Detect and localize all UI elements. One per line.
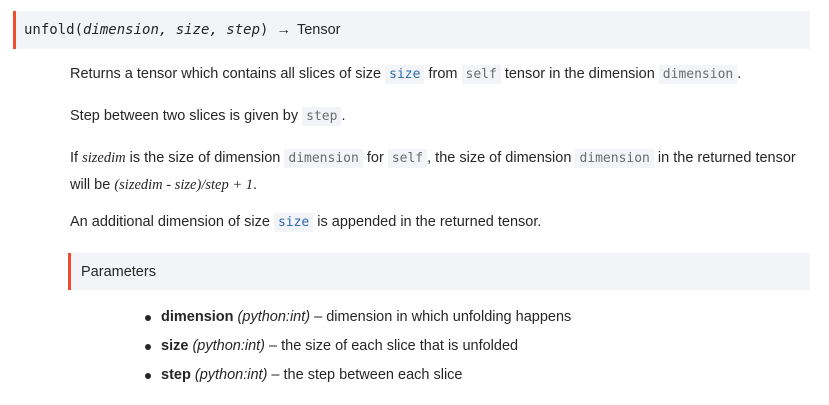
return-type: Tensor [296, 22, 341, 38]
param-name: size [161, 338, 189, 354]
description-paragraph-4: An additional dimension of size size is … [70, 209, 541, 236]
function-name: unfold [24, 22, 75, 38]
inline-code-self: self [461, 65, 501, 84]
param-item-dimension: dimension (python:int) – dimension in wh… [145, 303, 571, 332]
function-params: dimension, size, step [83, 22, 261, 38]
parameters-list: dimension (python:int) – dimension in wh… [145, 303, 571, 390]
param-desc: – dimension in which unfolding happens [310, 309, 572, 325]
open-paren: ( [74, 22, 84, 38]
inline-code-dimension: dimension [284, 149, 363, 168]
param-name: dimension [161, 309, 234, 325]
param-type: (python:int) [194, 367, 268, 383]
param-desc: – the size of each slice that is unfolde… [265, 338, 519, 354]
param-item-size: size (python:int) – the size of each sli… [145, 332, 571, 361]
inline-code-size: size [273, 213, 314, 232]
parameters-header: Parameters [68, 253, 810, 290]
text: is the size of dimension [125, 150, 285, 166]
param-item-step: step (python:int) – the step between eac… [145, 361, 571, 390]
param-type: (python:int) [237, 309, 311, 325]
text: from [424, 66, 462, 82]
text: , the size of dimension [427, 150, 576, 166]
math-formula: (sizedim - size)/step + 1 [114, 177, 253, 193]
math-sizedim: sizedim [82, 150, 126, 166]
inline-code-dimension: dimension [658, 65, 738, 84]
inline-code-size: size [385, 65, 425, 84]
text: in the returned tensor [653, 150, 796, 166]
text: is appended in the returned tensor. [313, 214, 542, 230]
description-paragraph-3: If sizedim is the size of dimension dime… [70, 145, 796, 198]
description-paragraph-2: Step between two slices is given by step… [70, 103, 345, 130]
function-signature: unfold(dimension, size, step) → Tensor [13, 11, 810, 49]
text: . [341, 108, 346, 124]
inline-code-step: step [302, 107, 342, 126]
inline-code-self: self [387, 149, 428, 168]
param-name: step [161, 367, 191, 383]
description-paragraph-1: Returns a tensor which contains all slic… [70, 61, 741, 88]
return-arrow-icon: → [276, 22, 291, 38]
text: An additional dimension of size [70, 214, 274, 230]
text: If [70, 150, 83, 166]
text: will be [70, 177, 115, 193]
param-type: (python:int) [192, 338, 265, 354]
text: tensor in the dimension [500, 66, 659, 82]
parameters-heading: Parameters [81, 263, 156, 280]
text: Step between two slices is given by [70, 108, 303, 124]
text: . [737, 66, 742, 82]
text: . [252, 177, 258, 193]
param-desc: – the step between each slice [267, 367, 463, 383]
inline-code-dimension: dimension [575, 149, 654, 168]
close-paren: ) [260, 22, 269, 38]
text: Returns a tensor which contains all slic… [70, 66, 386, 82]
text: for [362, 150, 388, 166]
